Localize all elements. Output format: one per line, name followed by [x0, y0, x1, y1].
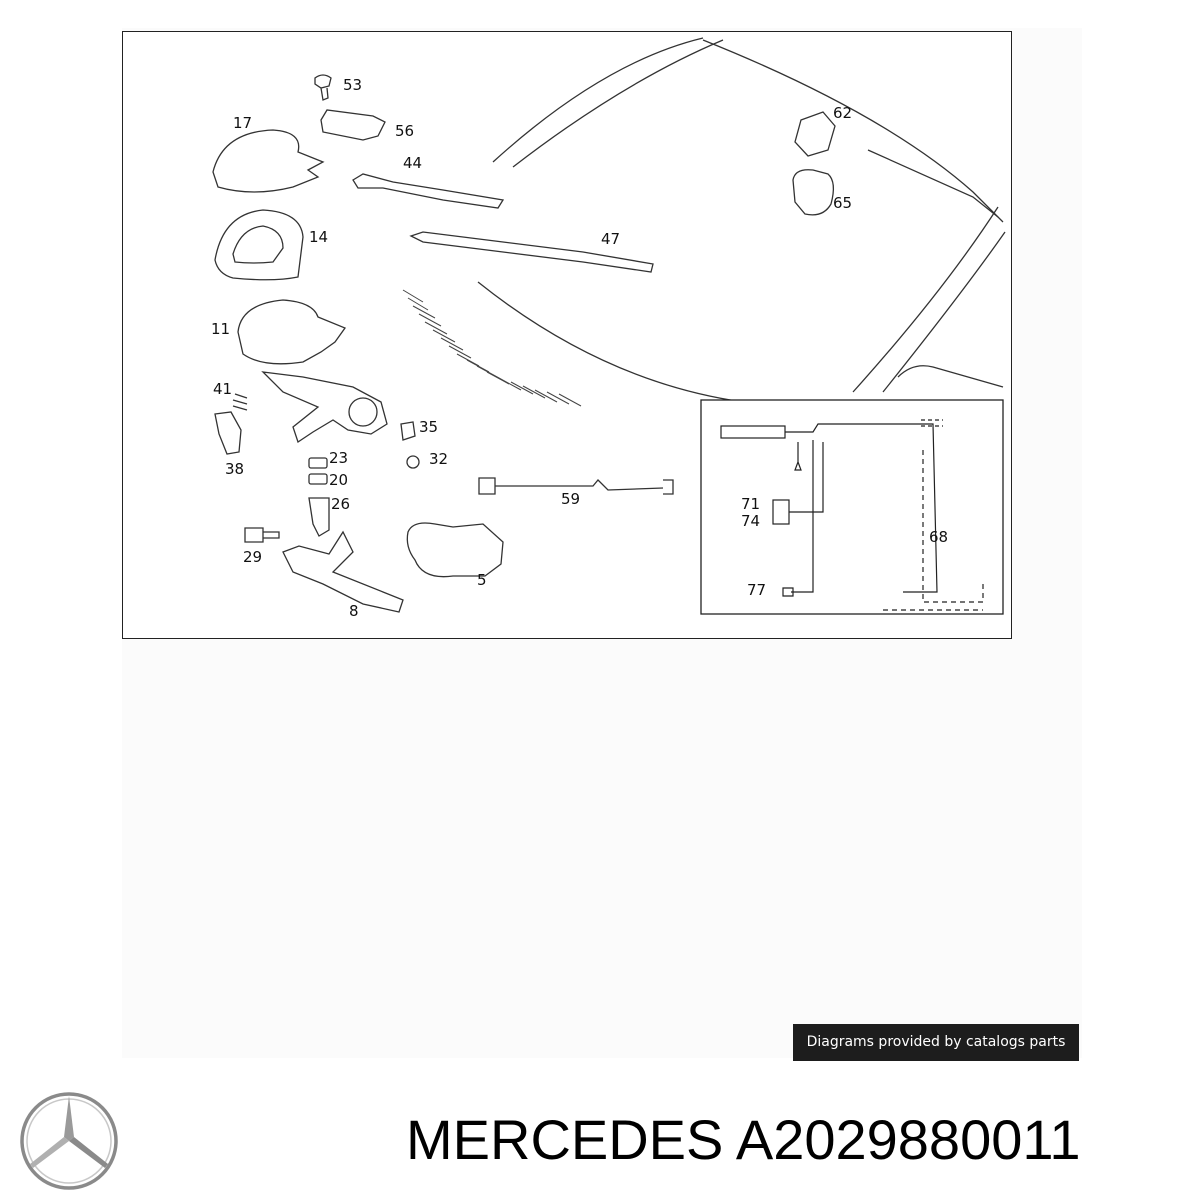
part-number: A2029880011 [735, 1108, 1081, 1171]
callout-74: 74 [741, 512, 760, 530]
windshield-edge-inner [512, 39, 724, 168]
callout-44: 44 [403, 154, 422, 172]
part-32-nut [406, 455, 420, 469]
mercedes-star-icon [20, 1092, 118, 1190]
callout-labels: 53 56 17 44 14 47 62 65 11 41 38 35 32 2… [211, 76, 948, 620]
part-56-cover [320, 109, 386, 141]
a-pillar-line-2 [882, 231, 1006, 393]
part-38-clip [214, 411, 242, 455]
wiring-harness [720, 419, 984, 611]
parts-drawing: 53 56 17 44 14 47 62 65 11 41 38 35 32 2… [211, 37, 1006, 620]
part-title: MERCEDES A2029880011 [406, 1108, 1081, 1172]
callout-14: 14 [309, 228, 328, 246]
callout-5: 5 [477, 571, 487, 589]
part-8-crank [282, 530, 404, 613]
callout-68: 68 [929, 528, 948, 546]
callout-11: 11 [211, 320, 230, 338]
callout-47: 47 [601, 230, 620, 248]
callout-38: 38 [225, 460, 244, 478]
part-26-bracket [308, 497, 330, 537]
part-23-bushing [308, 457, 328, 469]
callout-8: 8 [349, 602, 359, 620]
part-47-wiper-blade [409, 231, 654, 273]
windshield-edge [492, 37, 704, 163]
callout-65: 65 [833, 194, 852, 212]
callout-26: 26 [331, 495, 350, 513]
linkage-assembly [261, 371, 388, 444]
diagram-credit: Diagrams provided by catalogs parts [793, 1024, 1079, 1061]
callout-29: 29 [243, 548, 262, 566]
hood-top-line [702, 39, 1004, 223]
part-20-bushing [308, 473, 328, 485]
part-59-cable [478, 477, 674, 495]
callout-32: 32 [429, 450, 448, 468]
linkage-pivot [348, 397, 378, 427]
parts-diagram: 53 56 17 44 14 47 62 65 11 41 38 35 32 2… [122, 31, 1012, 639]
callout-41: 41 [213, 380, 232, 398]
cowl-vent [402, 289, 582, 407]
brand-name: MERCEDES [406, 1108, 724, 1171]
part-53-screw [314, 74, 332, 101]
part-41-spring [232, 393, 248, 411]
part-65-cover [792, 169, 835, 216]
a-pillar-line [852, 206, 999, 393]
callout-59: 59 [561, 490, 580, 508]
part-14-bezel [214, 209, 304, 281]
callout-23: 23 [329, 449, 348, 467]
wiring-inset-frame [700, 399, 1004, 615]
part-44-wiper-arm [352, 173, 505, 209]
part-62-sensor [794, 111, 836, 157]
callout-62: 62 [833, 104, 852, 122]
part-5-motor [406, 522, 504, 578]
callout-20: 20 [329, 471, 348, 489]
fender-line [867, 149, 999, 218]
callout-56: 56 [395, 122, 414, 140]
part-35-bolt [400, 421, 416, 441]
mirror-outline [897, 365, 1004, 388]
part-29-bolt [244, 527, 280, 543]
callout-53: 53 [343, 76, 362, 94]
callout-17: 17 [233, 114, 252, 132]
callout-35: 35 [419, 418, 438, 436]
cowl-line [477, 281, 744, 403]
part-11-cap [237, 299, 347, 365]
part-17-cap [212, 129, 325, 193]
callout-77: 77 [747, 581, 766, 599]
callout-71: 71 [741, 495, 760, 513]
